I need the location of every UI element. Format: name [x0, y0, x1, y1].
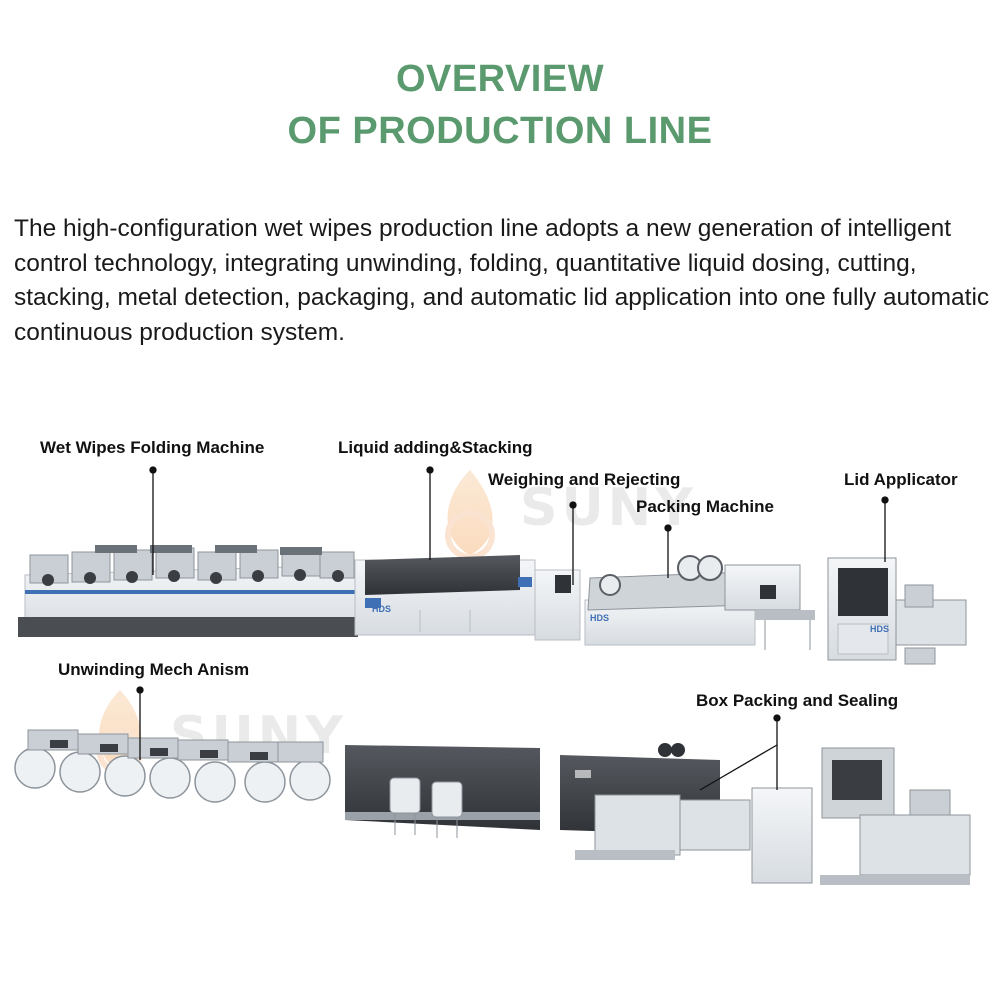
unwinding-mechanism — [14, 729, 331, 803]
watermark-logo-top — [445, 470, 495, 560]
svg-text:HDS: HDS — [870, 624, 889, 634]
svg-text:HDS: HDS — [590, 613, 609, 623]
description-paragraph: The high-configuration wet wipes product… — [14, 215, 990, 346]
label-liquid-stacking: Liquid adding&Stacking — [338, 438, 533, 457]
liquid-tanks — [389, 777, 463, 838]
label-unwinding: Unwinding Mech Anism — [58, 660, 250, 679]
watermark-top: SUNY — [520, 478, 697, 538]
page-title-line-2: OF PRODUCTION LINE — [287, 110, 713, 152]
box-packing-sealing — [575, 743, 971, 885]
lid-applicator — [827, 557, 967, 665]
label-weighing-rejecting: Weighing and Rejecting — [488, 470, 681, 489]
label-folding-machine: Wet Wipes Folding Machine — [40, 438, 265, 457]
folding-machine — [18, 545, 358, 637]
page-title-line-1: OVERVIEW — [395, 58, 605, 100]
liquid-stacking-machine — [354, 555, 536, 636]
packing-machine — [584, 555, 815, 650]
svg-text:HDS: HDS — [372, 604, 391, 614]
label-lid-applicator: Lid Applicator — [844, 470, 958, 489]
label-box-packing: Box Packing and Sealing — [696, 691, 899, 710]
label-packing-machine: Packing Machine — [636, 497, 774, 516]
